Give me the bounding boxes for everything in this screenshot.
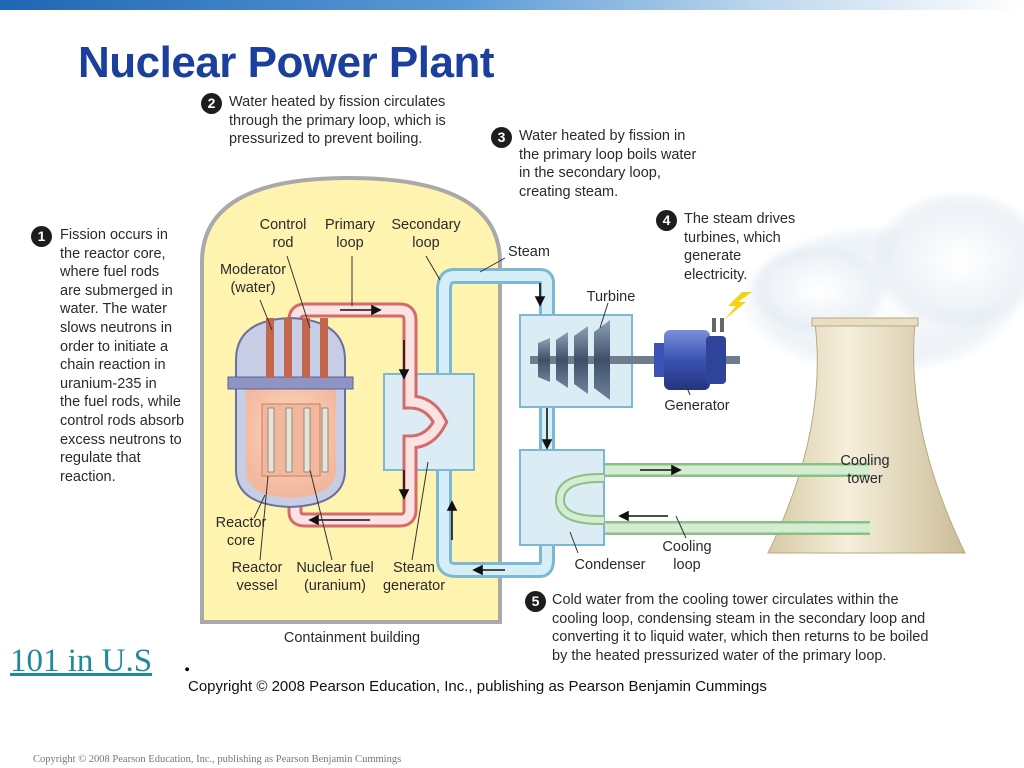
label-turbine: Turbine <box>586 289 636 305</box>
fuel-rods <box>267 407 329 473</box>
title-bar-gradient <box>0 0 1024 10</box>
label-generator: Generator <box>664 398 730 414</box>
step-1-badge: 1 <box>31 226 52 247</box>
electricity-bolt-icon <box>724 292 752 320</box>
label-cooling-tower: Cooling tower <box>840 453 890 487</box>
link-trailing-period: . <box>183 643 192 679</box>
step-2-text: Water heated by fission circulates throu… <box>229 94 446 148</box>
cooling-tower <box>767 322 966 554</box>
copyright-caption: Copyright © 2008 Pearson Education, Inc.… <box>188 678 767 695</box>
steam-generator-vessel <box>383 373 475 471</box>
flow-arrows <box>308 283 682 576</box>
label-containment-building: Containment building <box>283 630 421 646</box>
step-5-text: Cold water from the cooling tower circul… <box>552 592 929 664</box>
step-4-badge: 4 <box>656 210 677 231</box>
slide-title: Nuclear Power Plant <box>78 38 494 87</box>
leader-lines <box>253 255 691 561</box>
step-1-text: Fission occurs in the reactor core, wher… <box>60 227 185 485</box>
containment-building <box>200 175 502 624</box>
primary-loop-pipe <box>287 302 449 528</box>
step-5-badge: 5 <box>525 591 546 612</box>
steam-cloud <box>740 190 1024 375</box>
step-4-text: The steam drives turbines, which generat… <box>684 211 796 283</box>
label-condenser: Condenser <box>574 557 646 573</box>
label-reactor-vessel: Reactor vessel <box>231 560 283 594</box>
label-primary-loop: Primary loop <box>325 217 375 251</box>
step-3-badge: 3 <box>491 127 512 148</box>
turbine-rotor <box>530 320 740 400</box>
label-secondary-loop: Secondary loop <box>391 217 461 251</box>
step-3-text: Water heated by fission in the primary l… <box>519 128 697 200</box>
label-control-rod: Control rod <box>259 217 307 251</box>
label-cooling-loop: Cooling loop <box>662 539 712 573</box>
generator <box>654 318 726 390</box>
label-reactor-core: Reactor core <box>215 515 267 549</box>
step-2-badge: 2 <box>201 93 222 114</box>
cooling-tower-rim <box>811 317 919 327</box>
label-nuclear-fuel: Nuclear fuel (uranium) <box>296 560 374 594</box>
label-moderator: Moderator (water) <box>219 262 287 296</box>
label-steam-generator: Steam generator <box>382 560 446 594</box>
control-rods <box>266 318 328 378</box>
copyright-footer: Copyright © 2008 Pearson Education, Inc.… <box>33 754 402 765</box>
us-plants-link[interactable]: 101 in U.S <box>10 643 153 679</box>
label-steam: Steam <box>508 244 550 260</box>
